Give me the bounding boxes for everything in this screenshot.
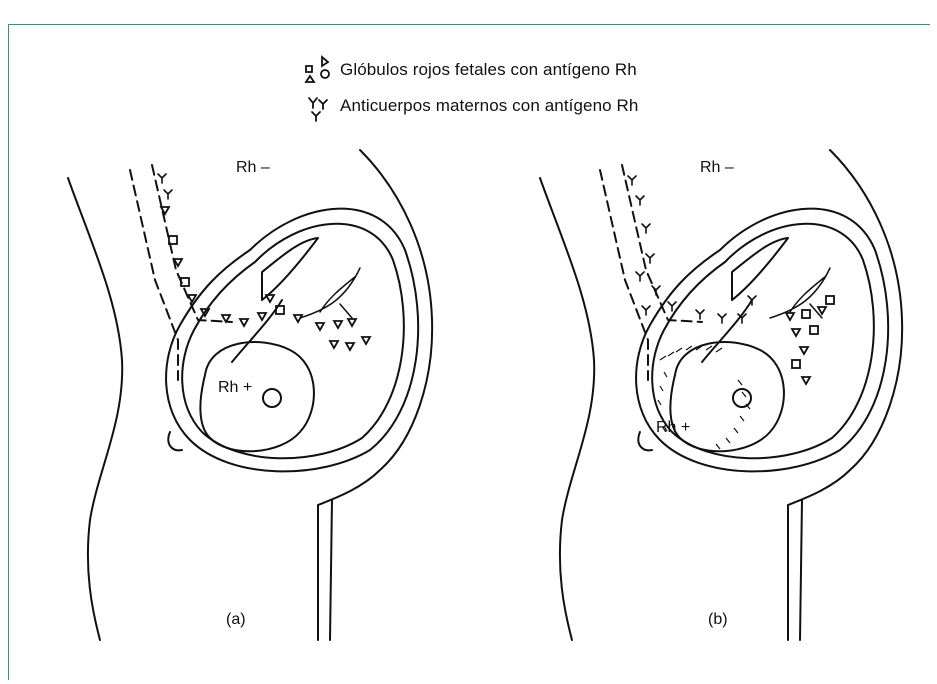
caption-b: (b) [708, 611, 728, 628]
vessel-branches-a [300, 268, 360, 318]
panel-b [540, 150, 902, 640]
uterus-inner-a [182, 224, 404, 459]
fetus-ear-a [263, 389, 281, 407]
mother-belly-outline-a [318, 150, 432, 505]
mother-leg-inner-a [330, 500, 332, 640]
mother-label-b: Rh – [700, 159, 734, 176]
fetus-a [200, 342, 314, 451]
maternal-vessel-a-inner [152, 165, 232, 322]
maternal-antibodies-b [628, 176, 756, 323]
mother-belly-outline-b [788, 150, 902, 505]
fetus-label-b: Rh + [656, 419, 690, 436]
fetus-chin-b [638, 432, 652, 450]
mother-label-a: Rh – [236, 159, 270, 176]
fetus-ear-b [733, 389, 751, 407]
fetus-chin-a [168, 432, 182, 450]
umbilical-cord-a [232, 300, 282, 362]
fetus-label-a: Rh + [218, 379, 252, 396]
mother-back-outline-b [540, 178, 594, 640]
maternal-vessel-b-inner [622, 165, 702, 322]
mother-leg-inner-b [800, 500, 802, 640]
umbilical-cord-b [702, 300, 752, 362]
caption-a: (a) [226, 611, 246, 628]
mother-back-outline-a [68, 178, 122, 640]
